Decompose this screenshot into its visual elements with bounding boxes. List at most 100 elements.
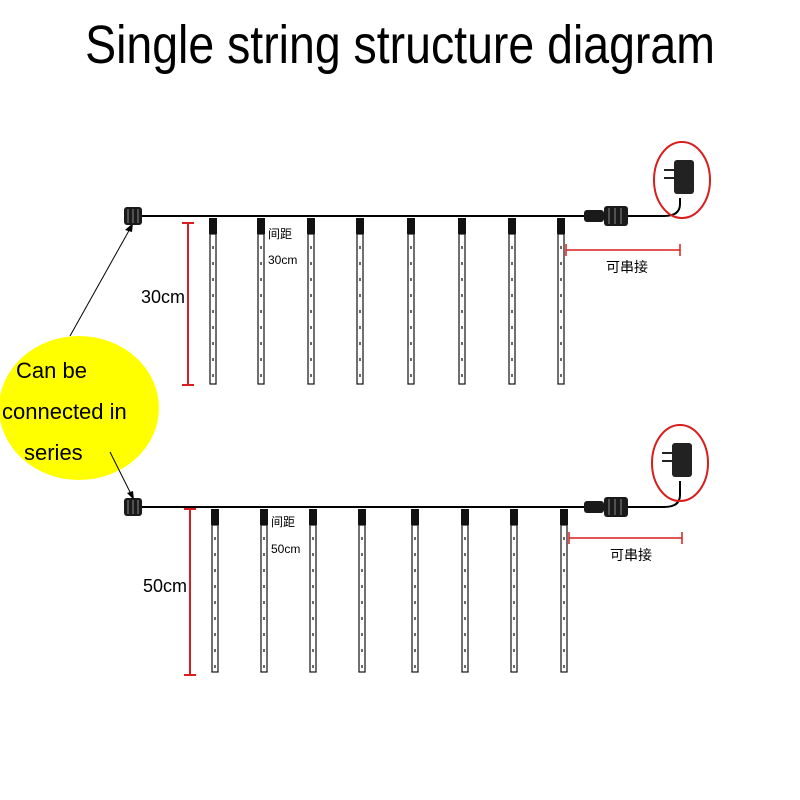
length-label: 50cm (143, 576, 187, 596)
led-dot (461, 294, 463, 297)
tube-cap (411, 509, 419, 525)
led-dot (312, 617, 314, 620)
tube-cap (211, 509, 219, 525)
led-dot (461, 278, 463, 281)
led-dot (359, 278, 361, 281)
led-dot (511, 262, 513, 265)
led-dot (563, 649, 565, 652)
led-dot (410, 278, 412, 281)
led-tube (461, 524, 469, 673)
led-dot (212, 246, 214, 249)
led-dot (361, 537, 363, 540)
led-tube (407, 233, 415, 385)
led-tube (458, 233, 466, 385)
led-dot (464, 601, 466, 604)
led-dot (361, 553, 363, 556)
led-dot (461, 326, 463, 329)
led-tube (356, 233, 364, 385)
led-dot (560, 278, 562, 281)
callout-line-1: Can be (16, 358, 87, 383)
led-dot (214, 537, 216, 540)
tube-cap (356, 218, 364, 234)
led-dot (359, 326, 361, 329)
plug-adapter-icon (672, 443, 692, 477)
led-dot (260, 262, 262, 265)
adapter-highlight-circle (653, 141, 711, 219)
led-dot (414, 649, 416, 652)
led-dot (511, 374, 513, 377)
led-dot (310, 262, 312, 265)
right-connector-icon (604, 206, 628, 226)
led-dot (359, 262, 361, 265)
led-dot (310, 342, 312, 345)
led-dot (214, 553, 216, 556)
led-dot (513, 601, 515, 604)
led-dot (414, 585, 416, 588)
led-tube (358, 524, 366, 673)
led-dot (410, 342, 412, 345)
tube-cap (461, 509, 469, 525)
led-dot (464, 633, 466, 636)
led-dot (310, 246, 312, 249)
led-dot (312, 569, 314, 572)
arrow-head-top (125, 223, 133, 232)
led-dot (260, 310, 262, 313)
tube-cap (508, 218, 516, 234)
led-dot (563, 633, 565, 636)
led-dot (361, 665, 363, 668)
led-dot (361, 585, 363, 588)
right-connector-icon (604, 497, 628, 517)
tube-cap (260, 509, 268, 525)
tube-cap (307, 218, 315, 234)
led-dot (464, 537, 466, 540)
page-title: Single string structure diagram (85, 15, 715, 75)
led-dot (214, 601, 216, 604)
led-tube (510, 524, 518, 673)
led-dot (513, 617, 515, 620)
led-dot (513, 665, 515, 668)
plug-adapter-icon (674, 160, 694, 194)
led-dot (511, 278, 513, 281)
led-dot (214, 633, 216, 636)
tube-cap (458, 218, 466, 234)
led-dot (464, 585, 466, 588)
led-dot (511, 326, 513, 329)
tube-cap (257, 218, 265, 234)
led-dot (361, 649, 363, 652)
led-tube (557, 233, 565, 385)
led-dot (461, 374, 463, 377)
tube-cap (407, 218, 415, 234)
led-dot (310, 326, 312, 329)
led-dot (260, 294, 262, 297)
led-dot (461, 342, 463, 345)
led-dot (359, 294, 361, 297)
led-dot (563, 569, 565, 572)
led-dot (359, 374, 361, 377)
tube-cap (557, 218, 565, 234)
led-dot (410, 374, 412, 377)
spacing-label-value: 50cm (271, 542, 300, 556)
led-dot (361, 633, 363, 636)
led-dot (511, 358, 513, 361)
led-dot (464, 649, 466, 652)
led-dot (214, 665, 216, 668)
led-dot (310, 374, 312, 377)
led-dot (560, 310, 562, 313)
led-dot (410, 246, 412, 249)
led-dot (312, 649, 314, 652)
led-dot (511, 294, 513, 297)
led-dot (214, 649, 216, 652)
callout-line-3: series (24, 440, 83, 465)
led-dot (312, 665, 314, 668)
led-dot (560, 294, 562, 297)
led-dot (312, 633, 314, 636)
led-dot (513, 553, 515, 556)
led-dot (560, 358, 562, 361)
led-dot (464, 553, 466, 556)
series-label: 可串接 (606, 259, 648, 276)
led-dot (513, 633, 515, 636)
led-dot (260, 278, 262, 281)
tube-cap (209, 218, 217, 234)
spacing-label-value: 30cm (268, 253, 297, 267)
